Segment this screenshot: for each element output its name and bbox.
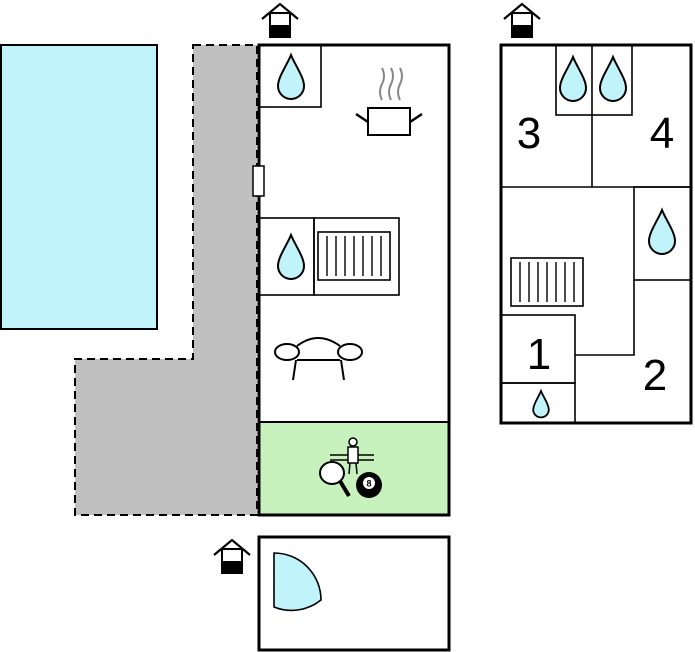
house-entrance-icon — [212, 538, 252, 575]
bathroom-ground-side — [313, 217, 400, 296]
upper-shower-block — [555, 44, 633, 116]
ground-floor — [252, 43, 451, 517]
water-drop-icon — [648, 209, 676, 255]
radiator-icon — [317, 231, 391, 281]
game-room — [259, 422, 449, 514]
sofa-icon — [274, 337, 363, 381]
cooking-pot-icon — [355, 67, 423, 136]
bedroom-3-label: 3 — [517, 109, 541, 158]
ping-pong-icon — [319, 461, 351, 498]
water-drop-icon — [599, 56, 627, 102]
bedroom-1-bath — [500, 382, 576, 424]
house-entrance-icon — [502, 2, 542, 39]
water-drop-icon — [559, 56, 587, 102]
upper-floor — [499, 43, 693, 425]
side-door — [252, 165, 265, 197]
water-drop-icon — [277, 234, 305, 280]
house-entrance-icon — [260, 2, 300, 39]
water-drop-icon — [532, 388, 550, 419]
upper-bathroom — [633, 186, 692, 281]
bedroom-4-label: 4 — [650, 109, 674, 158]
radiator-icon — [510, 257, 584, 307]
bedroom-2-label: 2 — [643, 351, 667, 400]
svg-text:8: 8 — [366, 479, 371, 489]
pool — [0, 44, 158, 330]
table-football-icon — [330, 437, 374, 475]
water-drop-icon — [277, 54, 305, 100]
billiard-ball-icon: 8 — [356, 472, 382, 498]
terrace — [74, 44, 258, 516]
annex — [257, 535, 451, 652]
shower-corner-icon — [273, 552, 322, 612]
wc-room — [258, 44, 322, 108]
bedroom-1-label: 1 — [527, 330, 551, 379]
